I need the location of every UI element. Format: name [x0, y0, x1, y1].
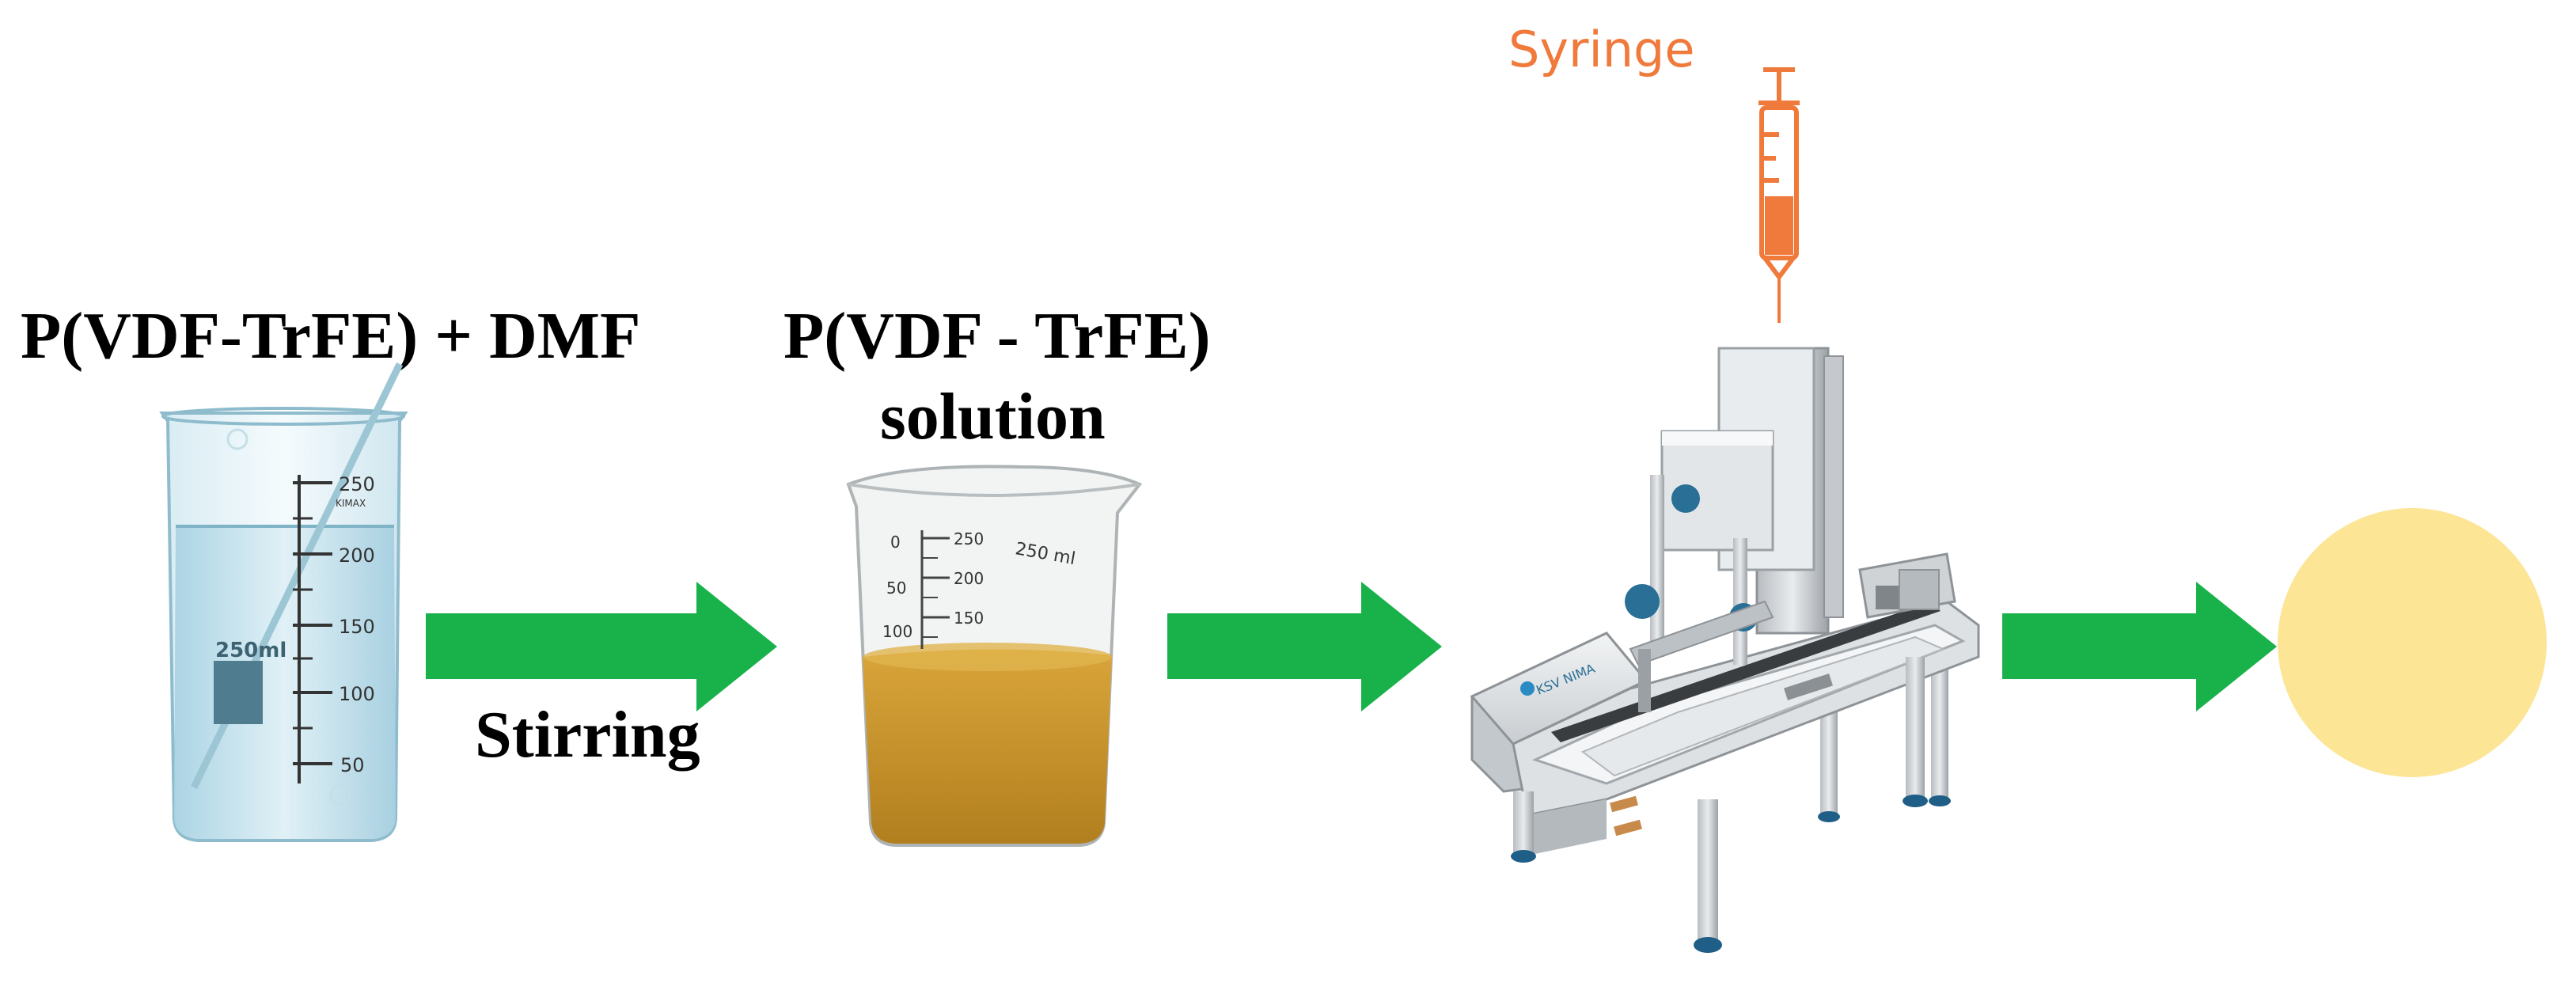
step1-label: P(VDF-TrFE) + DMF: [21, 299, 641, 373]
arrow-3-icon: [2002, 582, 2277, 711]
film-disk-icon: [2278, 508, 2547, 777]
beaker-1-mark-100: 100: [339, 683, 375, 705]
beaker-1-icon: [159, 362, 408, 842]
beaker-2-alt-mark-0: 0: [890, 533, 901, 552]
coating-machine-icon: [1470, 347, 1980, 953]
beaker-2-alt-mark-50: 50: [886, 579, 906, 598]
beaker-1-mark-250: 250: [339, 473, 375, 495]
beaker-2-icon: [846, 465, 1143, 847]
beaker-2-mark-250: 250: [954, 529, 984, 548]
beaker-1-mark-200: 200: [339, 544, 375, 567]
step2-label-line1: P(VDF - TrFE): [783, 299, 1211, 373]
beaker-2-mark-150: 150: [954, 609, 984, 628]
stirring-label: Stirring: [475, 698, 700, 772]
syringe-icon: [1758, 67, 1800, 323]
beaker-2-mark-200: 200: [954, 569, 984, 588]
arrow-2-icon: [1167, 582, 1442, 711]
beaker-1-brand: KIMAX: [336, 498, 366, 509]
syringe-label: Syringe: [1508, 21, 1695, 78]
step2-label-line2: solution: [880, 380, 1106, 453]
arrow-1-icon: [426, 582, 777, 711]
beaker-1-badge: 250ml: [215, 639, 286, 662]
beaker-2-mark-100: 100: [882, 622, 912, 641]
beaker-1-mark-50: 50: [340, 754, 365, 776]
beaker-1-mark-150: 150: [339, 616, 375, 638]
